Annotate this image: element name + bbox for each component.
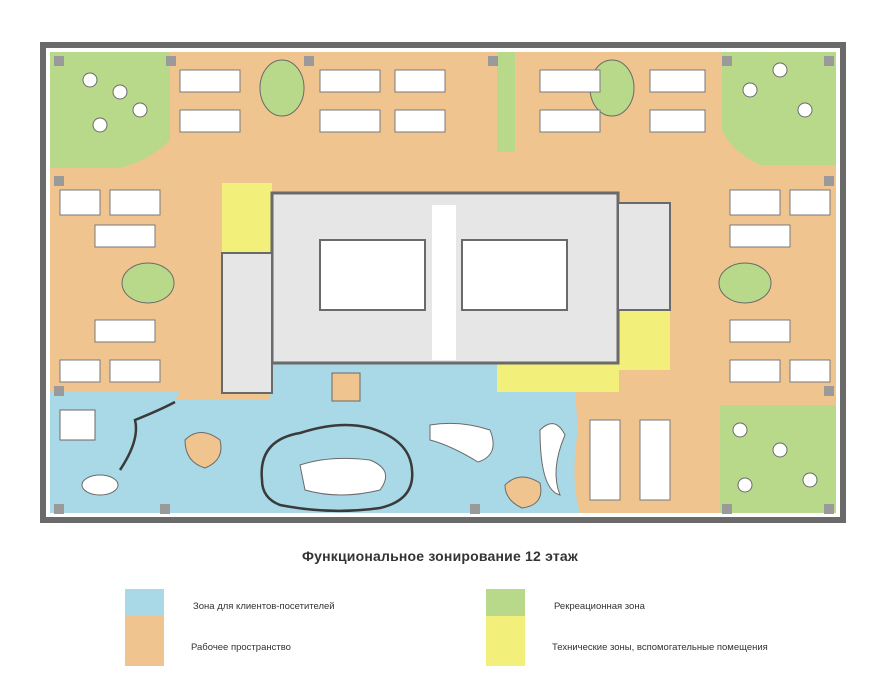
legend-swatch xyxy=(125,616,164,666)
desk-clusters xyxy=(59,69,831,501)
legend-label: Рабочее пространство xyxy=(191,642,291,653)
meeting-table-oval xyxy=(718,262,772,304)
side-block-left xyxy=(221,252,273,394)
legend-item-work-zone: Рабочее пространство xyxy=(125,616,425,668)
lounge-seating xyxy=(82,62,818,493)
legend-label: Технические зоны, вспомогательные помеще… xyxy=(552,642,768,653)
recreation-zone-bottom-right xyxy=(720,405,836,513)
floor-plan xyxy=(40,42,846,523)
legend-label: Зона для клиентов-посетителей xyxy=(193,601,335,612)
legend-item-technical-zone: Технические зоны, вспомогательные помеще… xyxy=(486,616,826,668)
technical-zone-left xyxy=(222,183,272,253)
corridor-center xyxy=(432,205,456,360)
visitor-partition xyxy=(118,400,176,471)
recreation-zone-top-left xyxy=(50,52,170,168)
legend-label: Рекреационная зона xyxy=(554,601,645,612)
technical-zone-bottom xyxy=(497,362,619,392)
side-block-right xyxy=(617,202,671,311)
structural-columns xyxy=(54,56,834,514)
visitor-lounge-curve xyxy=(260,423,414,513)
visitor-islands xyxy=(184,372,542,509)
visitor-tables xyxy=(59,409,566,496)
meeting-table-oval xyxy=(259,59,305,117)
recreation-zone-top-right xyxy=(722,52,836,165)
legend-swatch xyxy=(486,616,525,666)
recreation-strip-top xyxy=(497,52,515,152)
meeting-table-oval xyxy=(121,262,175,304)
technical-zone-right xyxy=(618,310,670,370)
elevator-hall-right xyxy=(461,239,568,311)
visitor-zone-area xyxy=(50,362,580,513)
elevator-hall-left xyxy=(319,239,426,311)
plan-title: Функциональное зонирование 12 этаж xyxy=(301,548,579,564)
